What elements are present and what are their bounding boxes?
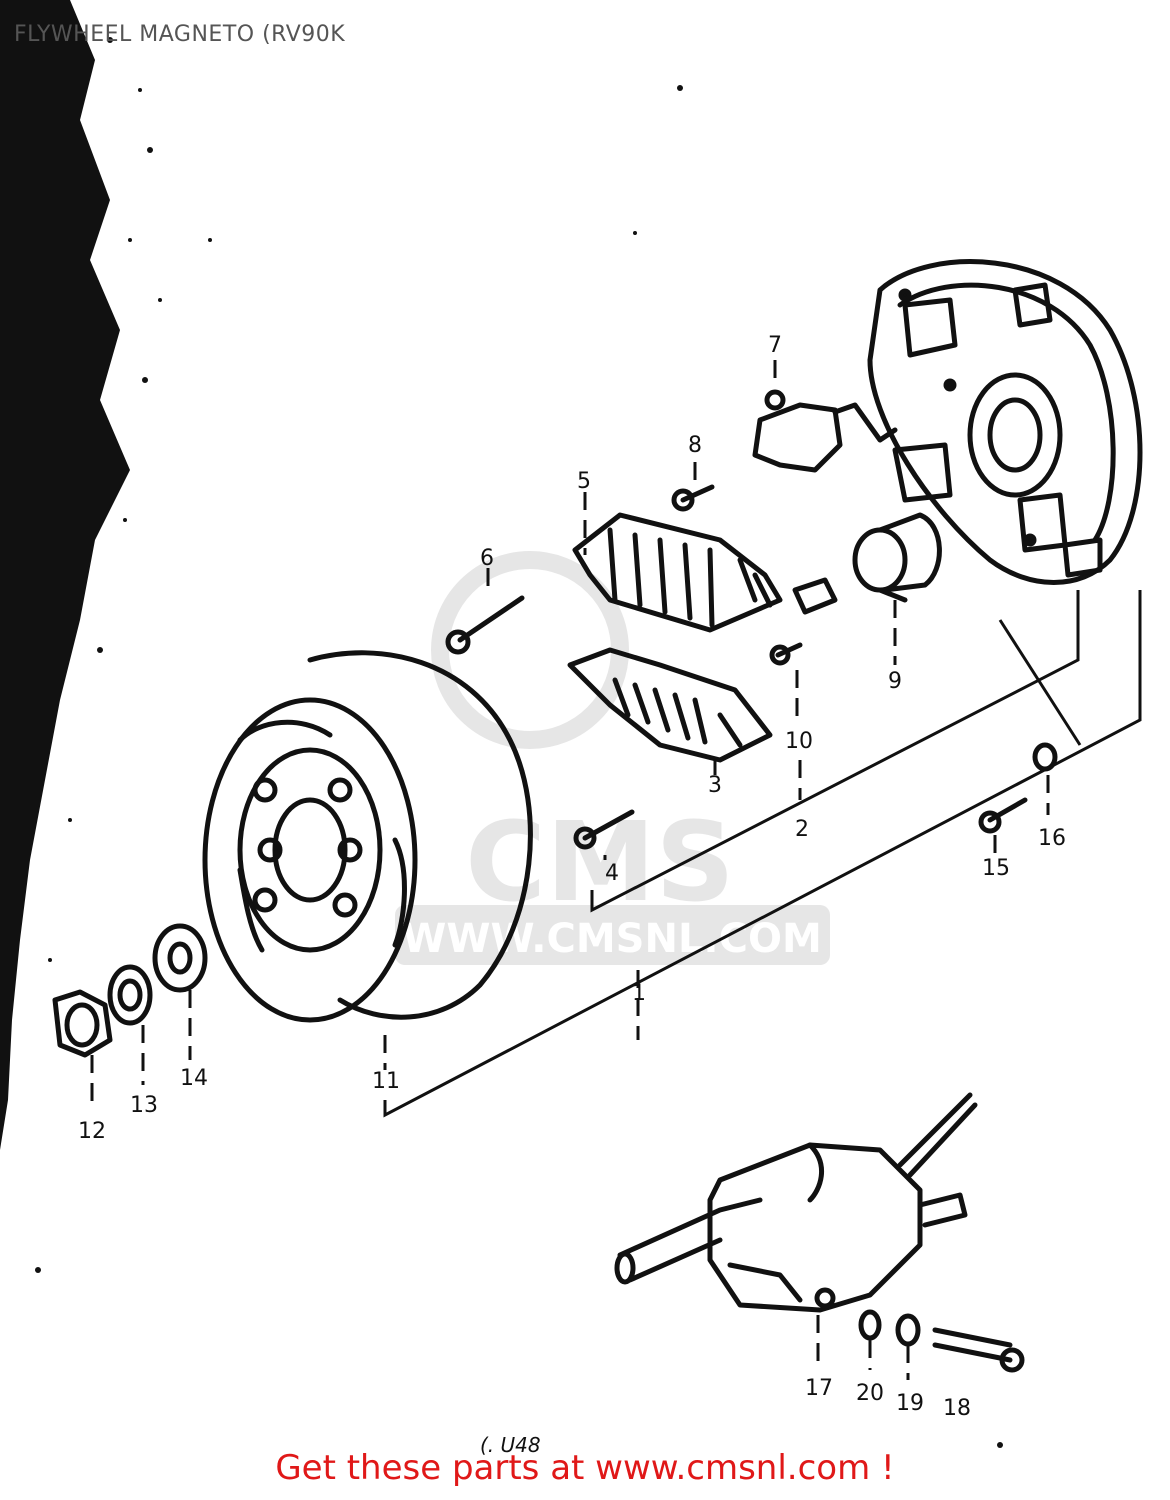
- washer-part-19: [895, 1313, 921, 1347]
- screw-part-10: [769, 642, 803, 666]
- callout-9: 9: [888, 669, 902, 694]
- callout-5: 5: [577, 469, 591, 494]
- ignition-coil-part-17: [614, 1092, 978, 1313]
- bolt-part-6: [445, 595, 525, 655]
- callout-16: 16: [1038, 826, 1066, 851]
- washer-part-20: [858, 1309, 882, 1341]
- lighting-coil-part-5: [572, 512, 783, 633]
- callout-8: 8: [688, 433, 702, 458]
- condenser-clamp: [792, 577, 838, 615]
- ignition-coil-part-3: [567, 647, 773, 763]
- callout-14: 14: [180, 1066, 208, 1091]
- contact-breaker-part-7: [752, 389, 898, 473]
- callout-12: 12: [78, 1119, 106, 1144]
- scan-edge-noise: [0, 0, 1003, 1448]
- watermark-url: WWW.CMSNL.COM: [402, 916, 822, 962]
- callout-18: 18: [943, 1396, 971, 1421]
- callout-labels: 7 8 5 6 9 10 3 2 4 15 16 1 11 14 13 12 1…: [78, 333, 1066, 1457]
- callout-3: 3: [708, 773, 722, 798]
- screw-part-15: [978, 797, 1028, 834]
- callout-2: 2: [795, 817, 809, 842]
- bottom-note: (. U48: [480, 1433, 541, 1457]
- washer-part-14: [152, 923, 208, 993]
- callout-10: 10: [785, 729, 813, 754]
- spring-washer-part-13: [107, 964, 153, 1026]
- screw-part-4: [573, 809, 635, 850]
- stator-base-plate: [867, 259, 1143, 585]
- bolt-part-18: [932, 1327, 1025, 1373]
- callout-7: 7: [768, 333, 782, 358]
- screw-part-8: [671, 484, 715, 512]
- flywheel-rotor-part-11: [202, 650, 533, 1023]
- callout-11: 11: [372, 1069, 400, 1094]
- watermark: CMS WWW.CMSNL.COM: [395, 551, 830, 965]
- footer-link[interactable]: Get these parts at www.cmsnl.com !: [275, 1448, 895, 1488]
- callout-13: 13: [130, 1093, 158, 1118]
- nut-part-12: [52, 989, 113, 1058]
- callout-4: 4: [605, 861, 619, 886]
- page-title: FLYWHEEL MAGNETO (RV90K: [14, 22, 346, 47]
- callout-17: 17: [805, 1376, 833, 1401]
- condenser-part-9: [852, 512, 942, 603]
- callout-6: 6: [480, 546, 494, 571]
- leader-lines: [90, 360, 1050, 1380]
- callout-20: 20: [856, 1381, 884, 1406]
- callout-15: 15: [982, 856, 1010, 881]
- group-brackets: [383, 590, 1142, 1118]
- callout-1: 1: [632, 981, 646, 1006]
- callout-19: 19: [896, 1391, 924, 1416]
